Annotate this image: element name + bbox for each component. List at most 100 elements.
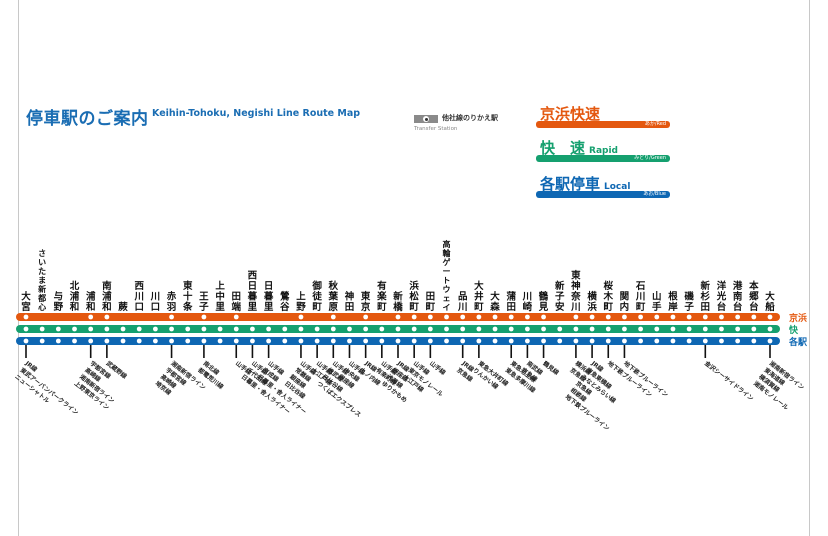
station-name: 大船 [765,291,775,314]
stop-dot-red [492,314,498,320]
station-name: 西日暮里 [247,271,258,314]
stop-dot-red [524,314,530,320]
stop-dot-blue [104,338,110,344]
stop-dot-green [266,326,272,332]
station-39: 山手 [652,291,662,344]
stop-dot-green [185,326,191,332]
transfer-station-icon [414,115,438,123]
transfer-lines: 金沢シーサイドライン [702,359,755,403]
stop-dot-green [298,326,304,332]
station-name: 横浜 [587,291,597,314]
station-12: 上中里 [215,280,225,344]
stop-dot-red [201,314,207,320]
stop-dot-green [460,326,466,332]
station-name: 高輪ゲートウェイ [443,239,452,312]
station-name: 日暮里 [263,281,274,313]
station-name: 石川町 [635,281,646,313]
station-name: 川崎 [522,292,533,314]
stop-dot-blue [363,338,369,344]
station-name: 北浦和 [69,280,80,313]
stop-dot-blue [719,338,724,344]
station-8: 川口 [150,292,160,344]
stop-dot-green [39,326,45,332]
route-label-local: 各駅 [789,338,808,348]
station-name: 港南台 [733,280,743,313]
station-name: 浜松町 [409,280,419,313]
page-subtitle: Keihin-Tohoku, Negishi Line Route Map [152,108,361,119]
transfer-line-label: 地下鉄ブルーライン [564,393,611,433]
stop-dot-blue [638,338,644,344]
station-name: 山手 [652,291,662,314]
station-2: 与野 [54,291,64,344]
stop-dot-blue [330,338,336,344]
station-41: 磯子 [684,291,694,344]
stop-dot-blue [492,338,498,344]
station-name: 赤羽 [167,291,177,314]
station-10: 東十条 [182,280,193,344]
stop-dot-red [751,314,757,320]
stop-dot-green [395,326,401,332]
stop-dot-green [88,326,94,332]
stop-dot-green [72,326,77,332]
stop-dot-green [476,326,482,332]
stop-dot-green [201,326,207,332]
stop-dot-green [524,326,530,332]
station-name: 洋光台 [716,280,727,313]
page-frame [18,0,810,536]
transfer-legend-label: 他社線のりかえ駅 [442,114,498,122]
stop-dot-red [508,314,514,320]
station-name: 与野 [54,291,64,314]
station-40: 根岸 [668,291,678,344]
stop-dot-red [444,314,449,320]
stop-dot-red [735,314,741,320]
service-color-bar: みどり/Green [536,155,670,162]
page-title: 停車駅のご案内 [26,109,149,129]
stop-dot-green [492,326,498,332]
stop-dot-red [233,314,239,320]
stop-dot-blue [411,338,417,344]
stop-dot-blue [266,338,272,344]
stop-dot-green [541,326,546,332]
stop-dot-blue [136,338,142,344]
station-44: 港南台 [733,280,743,344]
stop-dot-blue [314,338,320,344]
stop-dot-red [702,314,708,320]
stop-dot-blue [508,338,514,344]
station-name: 蒲田 [506,291,516,314]
stop-dot-green [169,326,174,332]
station-name: 西川口 [133,281,144,313]
station-name: 王子 [199,292,209,314]
station-name: 有楽町 [376,280,387,313]
service-color-bar: あか/Red [536,121,670,128]
stop-dot-blue [395,338,401,344]
station-name: 大宮 [21,291,31,314]
station-name: 秋葉原 [328,280,339,313]
station-1: さいたま新都心 [37,249,46,344]
stop-dot-blue [233,338,239,344]
stop-dot-blue [169,338,174,344]
stop-dot-red [670,314,676,320]
stop-dot-green [282,326,288,332]
stop-dot-green [686,326,692,332]
stop-dot-red [88,314,94,320]
stop-dot-green [719,326,724,332]
stop-dot-red [638,314,644,320]
stop-dot-green [330,326,336,332]
service-name: 京浜快速 [540,105,601,123]
stop-dot-red [427,314,433,320]
stop-dot-blue [605,338,611,344]
stop-dot-red [23,314,29,320]
stop-dot-blue [589,338,595,344]
stop-dot-red [169,314,174,320]
stop-dot-blue [55,338,61,344]
stop-dot-green [347,326,352,332]
station-3: 北浦和 [69,280,80,344]
station-45: 本郷台 [749,280,759,344]
station-33: 新子安 [555,280,565,344]
station-name: 南浦和 [101,280,112,313]
transfer-line-label: 東武アーバンパークライン [19,366,81,417]
